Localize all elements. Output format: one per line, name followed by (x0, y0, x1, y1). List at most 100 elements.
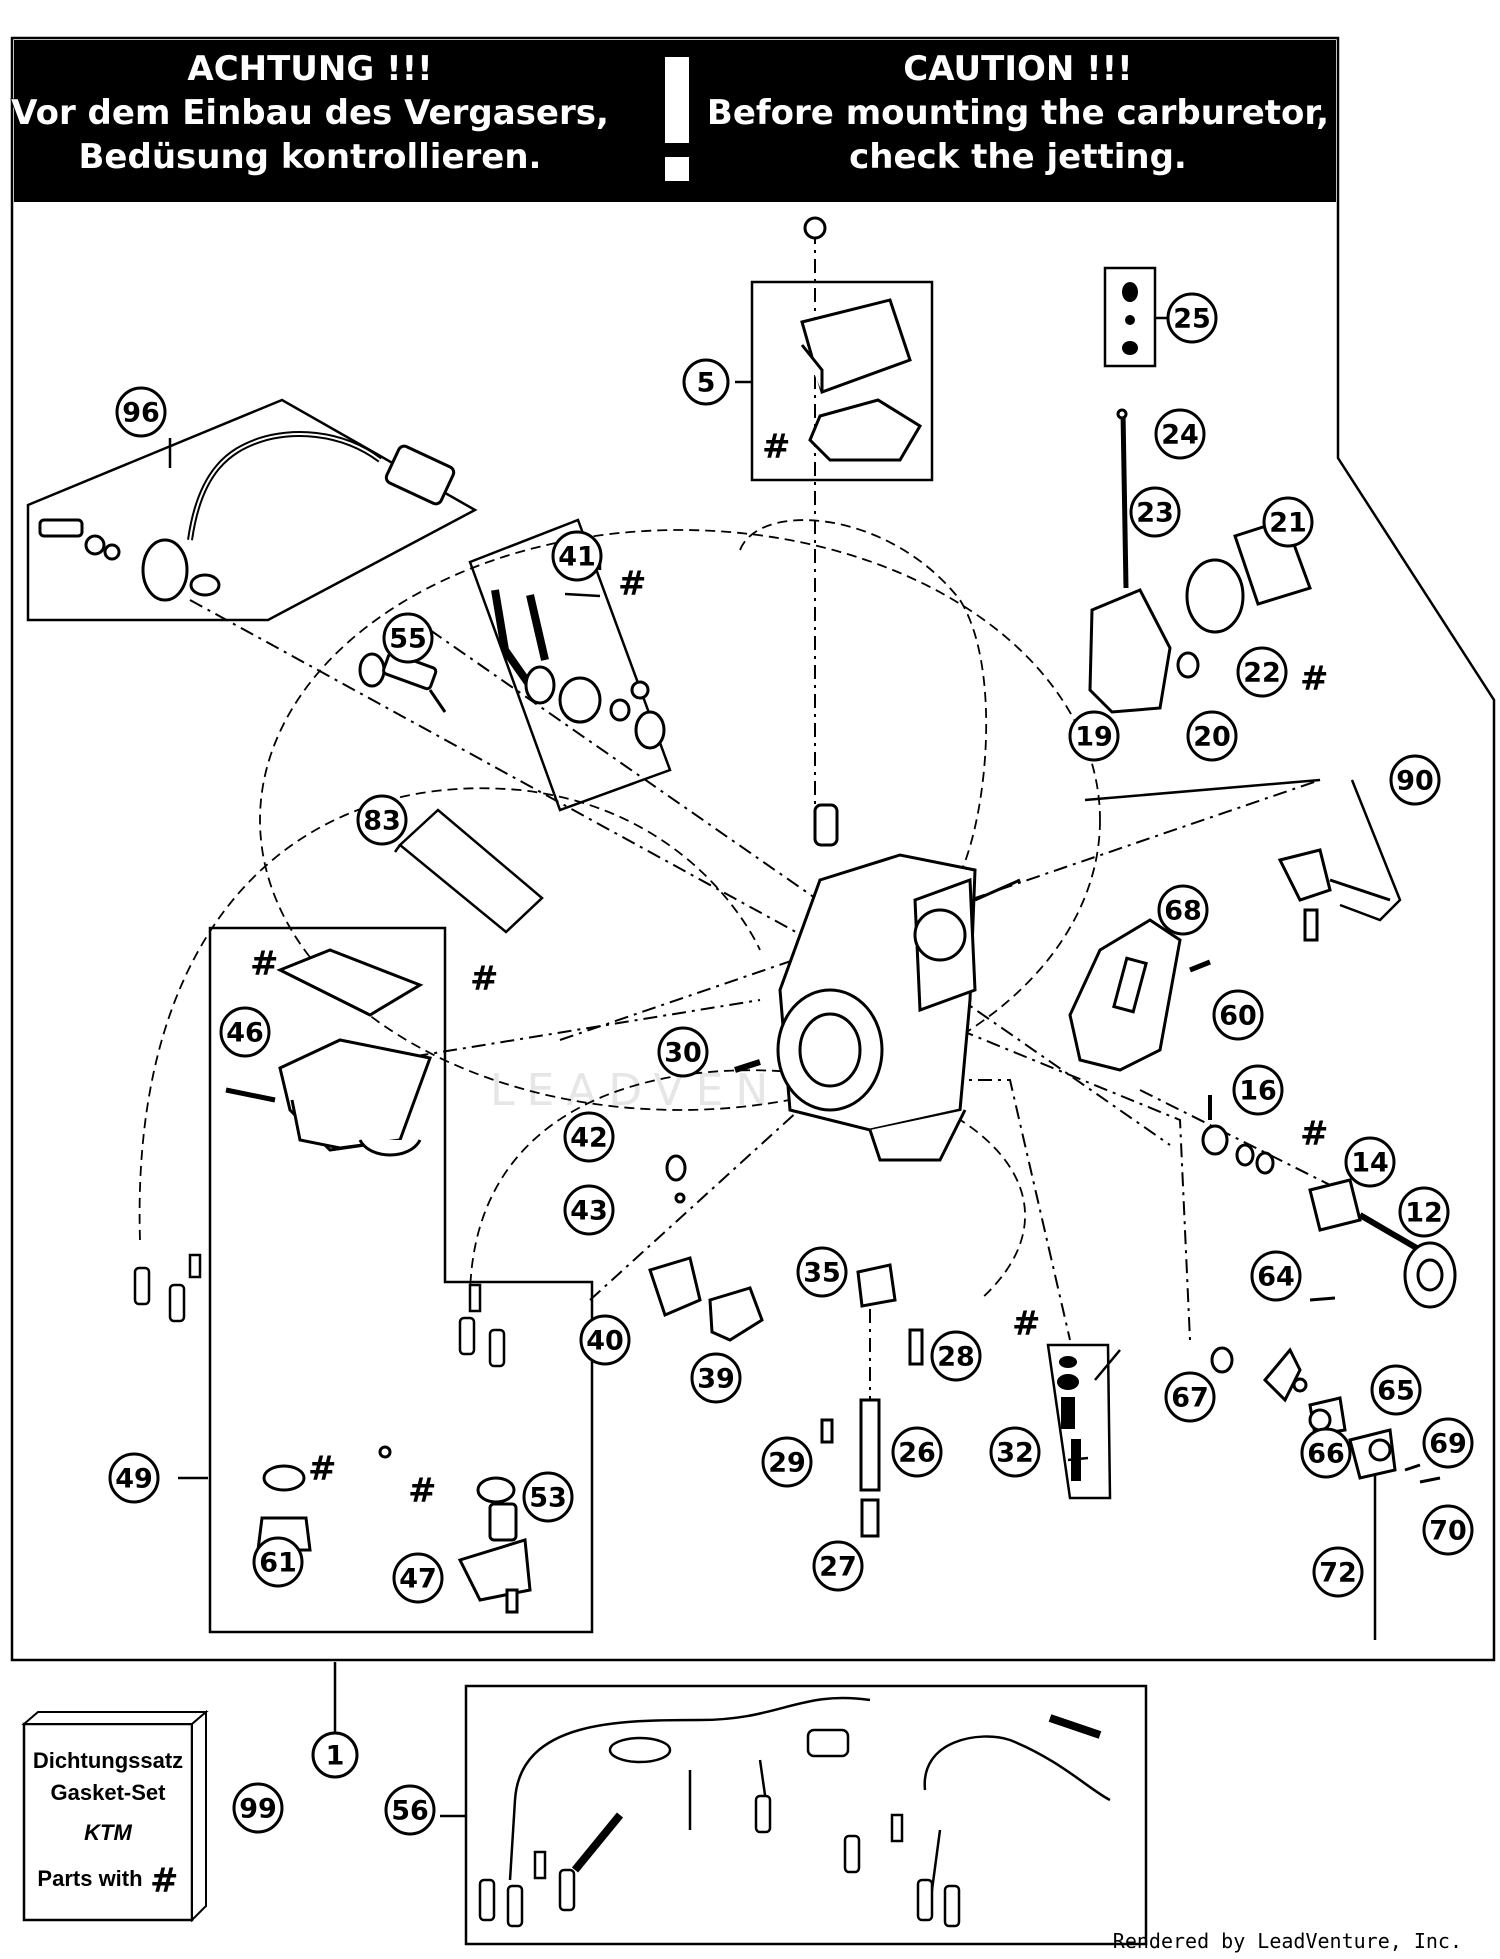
callout-label: 22 (1243, 658, 1281, 689)
gasket-line-2: Gasket-Set (51, 1780, 167, 1805)
callout-25: 25 (1166, 292, 1218, 344)
callout-14: 14 (1344, 1136, 1396, 1188)
callout-21: 21 (1262, 496, 1314, 548)
callout-label: 66 (1307, 1439, 1345, 1470)
jet-kit-32 (1057, 1356, 1081, 1481)
callout-label: 61 (259, 1548, 297, 1579)
callout-67: 67 (1164, 1371, 1216, 1423)
callout-40: 40 (579, 1314, 631, 1366)
caution-banner: ACHTUNG !!! Vor dem Einbau des Vergasers… (10, 40, 1336, 202)
callout-29: 29 (761, 1436, 813, 1488)
callout-label: 72 (1319, 1558, 1357, 1589)
hash-mark: # (1300, 659, 1329, 699)
callout-12: 12 (1398, 1186, 1450, 1238)
callout-label: 28 (937, 1342, 975, 1373)
callout-label: 30 (664, 1038, 702, 1069)
callout-65: 65 (1370, 1364, 1422, 1416)
throttle-shaft-parts (1201, 1095, 1457, 1309)
callout-label: 5 (697, 368, 716, 399)
gasket-set-box: Dichtungssatz Gasket-Set KTM Parts with … (21, 1709, 209, 1923)
callout-label: 90 (1396, 766, 1434, 797)
callout-90: 90 (1389, 754, 1441, 806)
gasket-line-3: Parts with (37, 1866, 142, 1891)
callout-label: 41 (558, 542, 596, 573)
callout-label: 42 (570, 1123, 608, 1154)
callout-96: 96 (115, 386, 167, 438)
callout-label: 56 (391, 1796, 429, 1827)
callout-22: 22 (1236, 646, 1288, 698)
callout-label: 1 (326, 1741, 345, 1772)
callout-32: 32 (989, 1426, 1041, 1478)
callout-47: 47 (392, 1552, 444, 1604)
callout-label: 99 (239, 1794, 277, 1825)
hash-mark: # (408, 1471, 437, 1511)
callout-30: 30 (657, 1026, 709, 1078)
group-box-32 (1046, 1343, 1112, 1500)
callout-16: 16 (1232, 1064, 1284, 1116)
callout-66: 66 (1300, 1427, 1352, 1479)
callout-label: 40 (586, 1326, 624, 1357)
hash-mark: # (250, 944, 279, 984)
hose-set-56 (478, 1696, 1111, 1928)
callout-60: 60 (1212, 989, 1264, 1041)
callout-label: 29 (768, 1448, 806, 1479)
hash-mark: # (1300, 1114, 1329, 1154)
group-box-96 (26, 398, 478, 622)
callout-label: 65 (1377, 1376, 1415, 1407)
callout-label: 46 (226, 1018, 264, 1049)
hash-mark: # (618, 564, 647, 604)
en-title: CAUTION !!! (903, 49, 1132, 89)
float-bowl-lower-parts (256, 1445, 532, 1614)
carb-top-cover-5 (800, 216, 923, 462)
callout-46: 46 (219, 1006, 271, 1058)
callout-43: 43 (563, 1184, 615, 1236)
callout-20: 20 (1186, 710, 1238, 762)
callout-56: 56 (384, 1784, 436, 1836)
callout-42: 42 (563, 1111, 615, 1163)
callout-72: 72 (1312, 1546, 1364, 1598)
group-box-83 (398, 808, 544, 934)
fitting-parts-41 (491, 589, 666, 750)
callout-55: 55 (382, 612, 434, 664)
hash-mark: # (308, 1449, 337, 1489)
carburetor-body (776, 803, 1021, 1162)
callout-label: 47 (399, 1564, 437, 1595)
callout-label: 69 (1429, 1429, 1467, 1460)
callout-23: 23 (1129, 486, 1181, 538)
callout-27: 27 (812, 1540, 864, 1592)
de-title: ACHTUNG !!! (187, 49, 432, 89)
throttle-cables (1084, 778, 1402, 1640)
gasket-line-1: Dichtungssatz (33, 1748, 183, 1773)
callout-label: 24 (1161, 420, 1199, 451)
callout-61: 61 (252, 1536, 304, 1588)
choke-parts (648, 1154, 764, 1342)
callout-label: 27 (819, 1552, 857, 1583)
callout-label: 19 (1075, 722, 1113, 753)
tps-sensor-part (38, 431, 456, 602)
callout-39: 39 (690, 1352, 742, 1404)
callout-label: 16 (1239, 1076, 1277, 1107)
callout-label: 39 (697, 1364, 735, 1395)
callout-label: 32 (996, 1438, 1034, 1469)
en-line-1: Before mounting the carburetor, (707, 93, 1329, 133)
callout-19: 19 (1068, 710, 1120, 762)
callout-label: 49 (115, 1464, 153, 1495)
callout-label: 55 (389, 624, 427, 655)
hash-mark: # (1012, 1304, 1041, 1344)
callout-label: 43 (570, 1196, 608, 1227)
callout-label: 26 (898, 1438, 936, 1469)
outer-frame (10, 36, 1496, 1662)
callout-28: 28 (930, 1330, 982, 1382)
callout-label: 64 (1257, 1262, 1295, 1293)
throttle-cover-68 (1068, 918, 1211, 1072)
screw-30 (734, 1059, 761, 1073)
callout-24: 24 (1154, 408, 1206, 460)
callout-68: 68 (1157, 884, 1209, 936)
callout-1: 1 (311, 1731, 359, 1779)
callout-label: 53 (529, 1483, 567, 1514)
group-box-41 (468, 518, 672, 812)
callout-69: 69 (1422, 1417, 1474, 1469)
de-line-1: Vor dem Einbau des Vergasers, (11, 93, 609, 133)
